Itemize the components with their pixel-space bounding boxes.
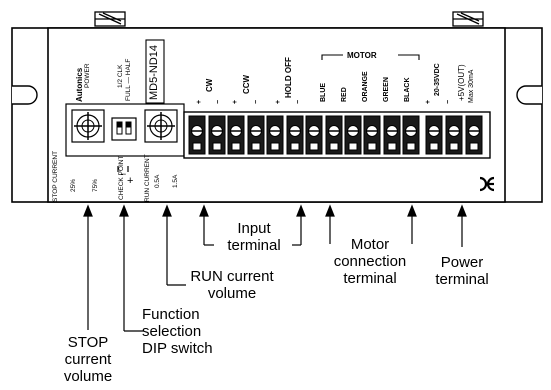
label-hold-plus: +	[275, 99, 282, 104]
motor-group-label: MOTOR	[347, 51, 377, 60]
leader-lines	[83, 204, 467, 332]
function-dip-switch[interactable]	[111, 117, 137, 141]
terminal-screw[interactable]	[425, 115, 443, 155]
check-plus-label: +	[127, 175, 134, 187]
label-black: BLACK	[404, 77, 411, 103]
brand-label: Autonics	[75, 67, 84, 102]
callout-motor-line-1: Motor	[350, 236, 390, 253]
callout-run-current: RUN current volume	[184, 268, 280, 302]
terminal-screw[interactable]	[402, 115, 420, 155]
callout-power-line-1: Power	[440, 254, 484, 271]
callout-stop-line-1: STOP	[67, 334, 109, 351]
check-point-marks	[117, 166, 129, 172]
callout-stop-line-3: volume	[63, 368, 113, 385]
label-blue: BLUE	[320, 82, 327, 102]
callout-run-line-1: RUN current	[190, 268, 274, 285]
label-green: GREEN	[383, 77, 390, 102]
terminal-screw[interactable]	[247, 115, 265, 155]
model-label-box	[145, 39, 165, 104]
callout-function-line-3: DIP switch	[142, 340, 213, 357]
label-cw-plus: +	[196, 99, 203, 104]
callout-run-line-2: volume	[207, 285, 257, 302]
stop-25-label: 25%	[70, 178, 77, 192]
label-power-plus: +	[425, 99, 432, 104]
callout-stop-line-2: current	[64, 351, 112, 368]
motor-bracket	[321, 54, 420, 60]
stop-current-label: STOP CURRENT	[52, 150, 59, 202]
mounting-slot-right	[516, 85, 542, 105]
clk-label: 1/2 CLK	[117, 64, 124, 89]
terminal-screw[interactable]	[465, 115, 483, 155]
label-cw-minus: −	[215, 99, 222, 104]
terminal-screw[interactable]	[325, 115, 343, 155]
label-orange: ORANGE	[362, 71, 369, 102]
callout-input-line-1: Input	[237, 220, 271, 237]
label-hold-off: HOLD OFF	[284, 57, 293, 98]
mounting-slot-left	[12, 85, 38, 105]
mounting-screw-right	[452, 11, 484, 27]
label-5v-out: +5V(OUT)	[457, 64, 466, 101]
clk-sub-label: FULL — HALF	[125, 58, 132, 101]
label-cw: CW	[205, 78, 214, 92]
callout-function-dip: Function selection DIP switch	[142, 306, 250, 357]
model-label: MD5-ND14	[148, 44, 160, 100]
stop-75-label: 75%	[92, 178, 99, 192]
terminal-screws	[188, 115, 483, 155]
label-ccw: CCW	[242, 74, 251, 94]
stop-current-knob[interactable]	[71, 109, 105, 143]
label-hold-minus: −	[295, 99, 302, 104]
terminal-screw[interactable]	[344, 115, 362, 155]
callout-input-terminal: Input terminal	[214, 220, 294, 254]
terminal-screw[interactable]	[363, 115, 381, 155]
label-power-range: 20-35VDC	[434, 63, 441, 96]
check-minus-label: −	[121, 169, 127, 179]
run-15-label: 1.5A	[172, 174, 179, 188]
mounting-screw-left	[94, 11, 126, 27]
label-red: RED	[341, 87, 348, 102]
run-05-label: 0.5A	[154, 174, 161, 188]
callout-stop-current: STOP current volume	[52, 334, 124, 385]
terminal-screw[interactable]	[227, 115, 245, 155]
run-current-label: RUN CURRENT	[144, 154, 151, 202]
terminal-screw[interactable]	[286, 115, 304, 155]
label-ccw-minus: −	[253, 99, 260, 104]
callout-motor-line-3: terminal	[343, 270, 397, 287]
callout-function-line-2: selection	[142, 323, 202, 340]
brand-sub-label: POWER	[84, 63, 91, 88]
run-current-knob[interactable]	[144, 109, 178, 143]
label-power-minus: −	[445, 99, 452, 104]
terminal-screw[interactable]	[266, 115, 284, 155]
callout-power-line-2: terminal	[435, 271, 489, 288]
label-5v-max: Max 30mA	[468, 69, 475, 103]
callout-function-line-1: Function	[142, 306, 200, 323]
terminal-screw[interactable]	[188, 115, 206, 155]
terminal-screw[interactable]	[383, 115, 401, 155]
callout-motor-line-2: connection	[333, 253, 407, 270]
callout-input-line-2: terminal	[227, 237, 281, 254]
callout-motor-terminal: Motor connection terminal	[318, 236, 422, 287]
ce-mark	[479, 176, 495, 192]
callout-power-terminal: Power terminal	[420, 254, 504, 288]
terminal-screw[interactable]	[305, 115, 323, 155]
terminal-screw[interactable]	[445, 115, 463, 155]
label-ccw-plus: +	[232, 99, 239, 104]
terminal-screw[interactable]	[208, 115, 226, 155]
